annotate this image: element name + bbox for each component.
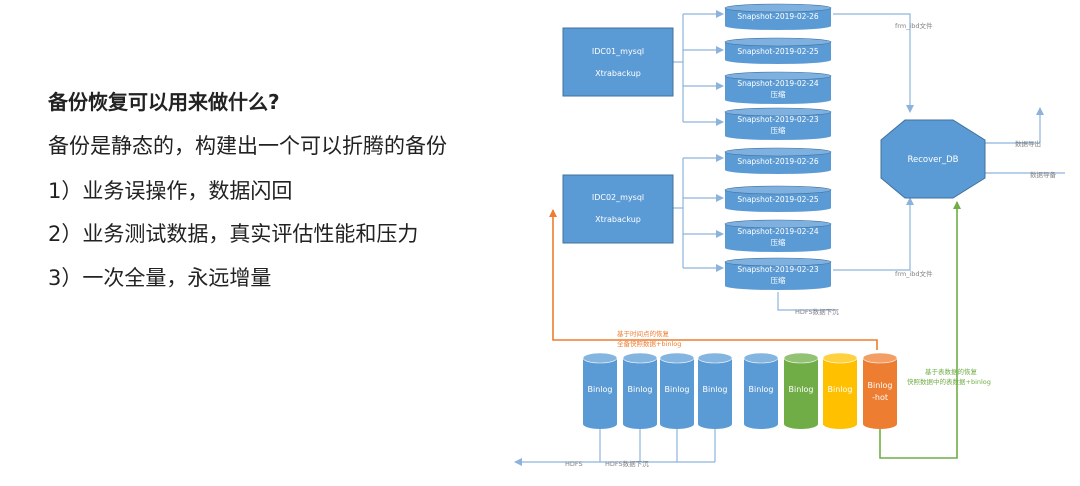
- snapshot-label: Snapshot-2019-02-26: [737, 157, 819, 166]
- binlog-label: Binlog: [789, 385, 814, 394]
- source-tool: Xtrabackup: [595, 69, 641, 78]
- restore-labels: 基于时间点的恢复 全备快照数据+binlog 基于表数据的恢复 快照数据中的表数…: [617, 329, 991, 386]
- binlog-label: Binlog: [828, 385, 853, 394]
- snapshot-sub: 压缩: [771, 89, 786, 99]
- text-panel: 备份恢复可以用来做什么? 备份是静态的，构建出一个可以折腾的备份 1）业务误操作…: [0, 0, 500, 486]
- binlog-1: Binlog: [622, 352, 658, 429]
- source-name: IDC01_mysql: [592, 47, 644, 56]
- snapshot-idc01-0225: Snapshot-2019-02-25: [724, 37, 832, 64]
- hdfs-bottom-label: HDFS数据下沉: [605, 459, 649, 468]
- snapshot-label: Snapshot-2019-02-23: [737, 115, 819, 124]
- source-idc02: IDC02_mysql Xtrabackup: [562, 174, 674, 244]
- item-1: 1）业务误操作，数据闪回: [48, 179, 293, 203]
- binlog-6: Binlog: [822, 352, 858, 429]
- snapshot-label: Snapshot-2019-02-24: [737, 79, 819, 88]
- snapshot-idc02-0226: Snapshot-2019-02-26: [724, 147, 832, 174]
- binlog-label: Binlog: [868, 381, 893, 390]
- snapshot-idc01-0224: Snapshot-2019-02-24 压缩: [724, 71, 832, 104]
- source-idc01: IDC01_mysql Xtrabackup: [562, 27, 674, 97]
- binlog-label: Binlog: [628, 385, 653, 394]
- pitr-label-1: 基于时间点的恢复: [617, 329, 670, 338]
- table-label-2: 快照数据中的表数据+binlog: [907, 377, 991, 386]
- snapshot-idc02-0225: Snapshot-2019-02-25: [724, 185, 832, 212]
- binlog-4: Binlog: [743, 352, 779, 429]
- binlog-label: Binlog: [588, 385, 613, 394]
- snapshot-label: Snapshot-2019-02-26: [737, 12, 819, 21]
- binlog-0: Binlog: [582, 352, 618, 429]
- pitr-label-2: 全备快照数据+binlog: [617, 339, 681, 348]
- source-name: IDC02_mysql: [592, 193, 644, 202]
- snapshot-idc01-0226: Snapshot-2019-02-26: [724, 3, 832, 30]
- snapshot-label: Snapshot-2019-02-23: [737, 265, 819, 274]
- snapshot-sub: 压缩: [771, 237, 786, 247]
- binlog-sub: -hot: [872, 393, 888, 402]
- data-import-label: 数据导备: [1030, 170, 1057, 179]
- binlog-2: Binlog: [659, 352, 695, 429]
- item-3: 3）一次全量，永远增量: [48, 266, 272, 290]
- binlog-5: Binlog: [783, 352, 819, 429]
- hdfs-snapshot-label: HDFS数据下沉: [795, 307, 839, 316]
- snapshot-idc01-0223: Snapshot-2019-02-23 压缩: [724, 107, 832, 140]
- snapshot-sub: 压缩: [771, 275, 786, 285]
- binlog-label: Binlog: [703, 385, 728, 394]
- subtitle-line: 备份是静态的，构建出一个可以折腾的备份: [48, 134, 447, 158]
- snapshot-label: Snapshot-2019-02-24: [737, 227, 819, 236]
- recover-db-node: Recover_DB: [880, 119, 986, 199]
- backup-architecture-diagram: IDC01_mysql Xtrabackup IDC02_mysql Xtrab…: [514, 3, 1065, 468]
- binlog-label: Binlog: [665, 385, 690, 394]
- edge-labels: frm_ibd文件 frm_ibd文件 数据导出 数据导备 HDFS数据下沉 H…: [565, 21, 1057, 468]
- source-tool: Xtrabackup: [595, 215, 641, 224]
- recover-label: Recover_DB: [907, 155, 958, 165]
- snapshot-idc02-0224: Snapshot-2019-02-24 压缩: [724, 219, 832, 252]
- snapshot-sub: 压缩: [771, 125, 786, 135]
- frm-top-label: frm_ibd文件: [895, 21, 933, 30]
- connector-lines: [514, 10, 1065, 466]
- data-export-label: 数据导出: [1015, 139, 1041, 148]
- binlog-3: Binlog: [697, 352, 733, 429]
- table-restore-path: [879, 201, 961, 459]
- binlog-label: Binlog: [749, 385, 774, 394]
- snapshot-label: Snapshot-2019-02-25: [737, 195, 819, 204]
- binlog-body: [583, 358, 617, 429]
- pitr-path: [549, 209, 878, 350]
- table-label-1: 基于表数据的恢复: [925, 367, 978, 376]
- binlog-hot: Binlog -hot: [862, 352, 898, 429]
- question-heading: 备份恢复可以用来做什么?: [48, 90, 280, 114]
- hdfs-label: HDFS: [565, 460, 583, 468]
- item-2: 2）业务测试数据，真实评估性能和压力: [48, 222, 419, 246]
- frm-bottom-label: frm_ibd文件: [895, 269, 933, 278]
- snapshot-idc02-0223: Snapshot-2019-02-23 压缩: [724, 257, 832, 290]
- snapshot-label: Snapshot-2019-02-25: [737, 47, 819, 56]
